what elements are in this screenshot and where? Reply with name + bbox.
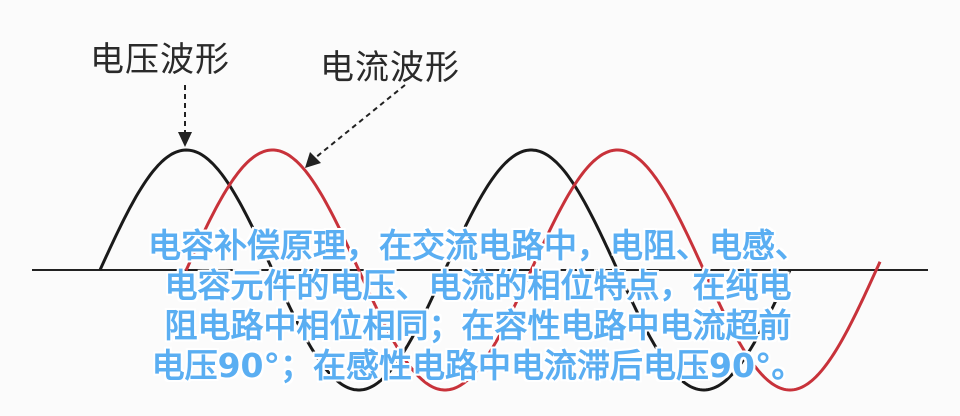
current-arrowhead — [305, 152, 321, 168]
caption-line: 电容元件的电压、电流的相位特点，在纯电 — [164, 266, 792, 305]
caption-overlay: 电容补偿原理，在交流电路中，电阻、电感、 电容元件的电压、电流的相位特点，在纯电… — [88, 226, 868, 386]
caption-line: 阻电路中相位相同；在容性电路中电流超前 — [164, 306, 792, 345]
voltage-wave — [98, 148, 792, 392]
caption-line: 电容补偿原理，在交流电路中，电阻、电感、 — [148, 226, 808, 265]
voltage-arrowhead — [178, 132, 192, 147]
voltage-wave-label: 电压波形 — [90, 40, 230, 80]
current-arrow — [314, 84, 406, 159]
current-wave — [184, 148, 882, 392]
caption-line: 电压90°；在感性电路中电流滞后电压90°。 — [151, 346, 805, 385]
current-wave-label: 电流波形 — [320, 48, 460, 88]
